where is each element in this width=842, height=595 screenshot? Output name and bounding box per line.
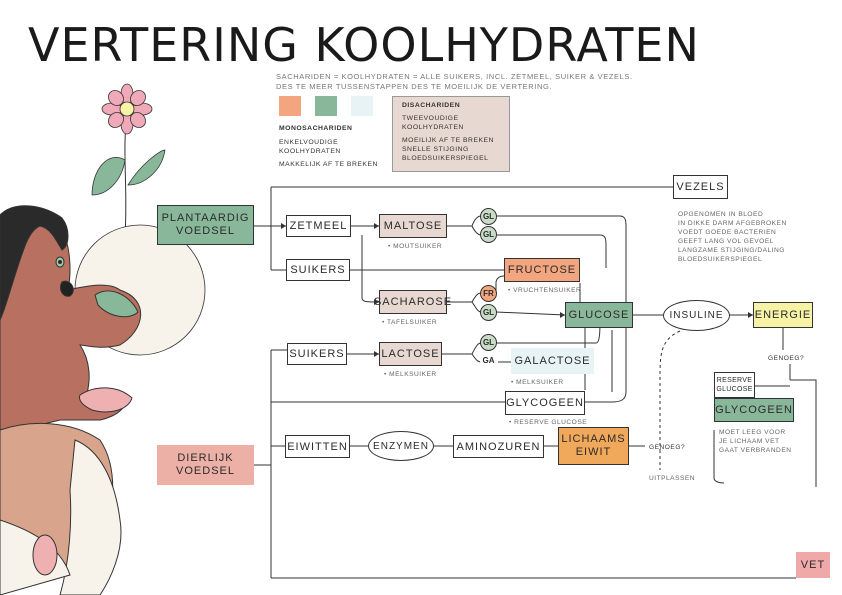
vezels-note-4: GEEFT LANG VOL GEVOEL [678, 238, 774, 245]
legend-di-line2: KOOLHYDRATEN [402, 124, 464, 131]
vezels-note-5: LANGZAME STIJGING/DALING [678, 247, 785, 254]
legend-di: DISACHARIDEN TWEEVOUDIGE KOOLHYDRATEN MO… [392, 96, 510, 172]
node-vezels: VEZELS [673, 175, 728, 199]
node-vet: VET [796, 552, 830, 578]
node-lactose: LACTOSE [379, 342, 442, 366]
reserve-line1: RESERVE [716, 377, 753, 384]
legend-mono: MONOSACHARIDEN ENKELVOUDIGE KOOLHYDRATEN… [279, 124, 378, 169]
node-glycogeen-right: GLYCOGEEN [714, 398, 794, 422]
legend-swatch-lightblue [351, 96, 373, 116]
vet-note-2: JE LICHAAM VET [719, 438, 780, 445]
node-plantaardig-line2: VOEDSEL [176, 225, 235, 237]
label-genoeg-1: GENOEG? [768, 355, 805, 362]
node-plantaardig-voedsel: PLANTAARDIG VOEDSEL [157, 205, 254, 245]
node-plantaardig-line1: PLANTAARDIG [161, 212, 250, 224]
node-dierlijk-line1: DIERLIJK [177, 452, 234, 464]
node-glucose: GLUCOSE [565, 302, 633, 328]
node-suikers-top: SUIKERS [286, 259, 350, 281]
page-title: VERTERING KOOLHYDRATEN [28, 18, 700, 72]
legend-mono-heading: MONOSACHARIDEN [279, 125, 353, 132]
note-tafelsuiker: • TAFELSUIKER [382, 319, 438, 326]
node-energie: ENERGIE [753, 302, 813, 328]
node-suikers-bottom: SUIKERS [287, 343, 347, 365]
node-fr: FR [480, 285, 497, 302]
node-gl-3: GL [480, 304, 497, 321]
legend-di-line4: SNELLE STIJGING [402, 146, 469, 153]
legend-di-heading: DISACHARIDEN [402, 102, 461, 109]
note-melksuiker-2: • MELKSUIKER [511, 379, 564, 386]
node-zetmeel: ZETMEEL [286, 215, 351, 237]
note-reserve-glucose: • RESERVE GLUCOSE [509, 419, 588, 426]
node-maltose: MALTOSE [379, 214, 447, 238]
lichaams-line1: LICHAAMS [561, 433, 626, 445]
flower-illustration [91, 83, 166, 271]
vet-note: MOET LEEG VOOR JE LICHAAM VET GAAT VERBR… [719, 428, 791, 455]
node-gl-1: GL [480, 208, 497, 225]
woman-illustration [0, 205, 142, 595]
node-aminozuren: AMINOZUREN [453, 435, 544, 458]
node-enzymen: ENZYMEN [368, 431, 434, 461]
node-reserve-glucose: RESERVE GLUCOSE [714, 372, 755, 398]
vet-note-3: GAAT VERBRANDEN [719, 447, 792, 454]
vezels-note-6: BLOEDSUIKERSPIEGEL [678, 256, 763, 263]
legend-mono-line1: ENKELVOUDIGE [279, 139, 339, 146]
vezels-note-3: VOEDT GOEDE BACTERIEN [678, 229, 777, 236]
legend-di-line5: BLOEDSUIKERSPIEGEL [402, 155, 489, 162]
legend-mono-line2: KOOLHYDRATEN [279, 148, 341, 155]
node-lichaams-eiwit: LICHAAMS EIWIT [558, 427, 629, 465]
node-insuline: INSULINE [663, 300, 730, 331]
node-glycogeen-mid: GLYCOGEEN [505, 391, 585, 415]
legend-swatch-green [315, 96, 337, 116]
node-sacharose: SACHAROSE [374, 290, 451, 314]
label-uitplassen: UITPLASSEN [649, 475, 696, 482]
legend-swatch-peach [279, 96, 301, 116]
note-vruchtensuiker: • VRUCHTENSUIKER [508, 287, 582, 294]
node-fructose: FRUCTOSE [504, 258, 580, 282]
reserve-line2: GLUCOSE [716, 386, 753, 393]
subtitle-line-2: DES TE MEER TUSSENSTAPPEN DES TE MOEILIJ… [276, 82, 553, 91]
lichaams-line2: EIWIT [575, 446, 612, 458]
legend-di-line3: MOEILIJK AF TE BREKEN [402, 137, 494, 144]
node-gl-2: GL [480, 226, 497, 243]
vezels-note-1: OPGENOMEN IN BLOED [678, 211, 764, 218]
legend-di-line1: TWEEVOUDIGE [402, 115, 459, 122]
note-moutsuiker: • MOUTSUIKER [388, 243, 443, 250]
vezels-note-2: IN DIKKE DARM AFGEBROKEN [678, 220, 787, 227]
note-melksuiker-1: • MELKSUIKER [384, 371, 437, 378]
node-gl-4: GL [480, 334, 497, 351]
subtitle: SACHARIDEN = KOOLHYDRATEN = ALLE SUIKERS… [276, 72, 633, 92]
node-eiwitten: EIWITTEN [285, 435, 350, 458]
node-dierlijk-line2: VOEDSEL [176, 465, 235, 477]
node-galactose: GALACTOSE [511, 348, 594, 374]
label-genoeg-2: GENOEG? [649, 444, 686, 451]
vet-note-1: MOET LEEG VOOR [719, 429, 786, 436]
node-dierlijk-voedsel: DIERLIJK VOEDSEL [157, 445, 254, 485]
node-ga: GA [480, 352, 497, 369]
legend-mono-line3: MAKKELIJK AF TE BREKEN [279, 161, 378, 168]
subtitle-line-1: SACHARIDEN = KOOLHYDRATEN = ALLE SUIKERS… [276, 72, 633, 81]
vezels-note: OPGENOMEN IN BLOED IN DIKKE DARM AFGEBRO… [678, 210, 787, 264]
